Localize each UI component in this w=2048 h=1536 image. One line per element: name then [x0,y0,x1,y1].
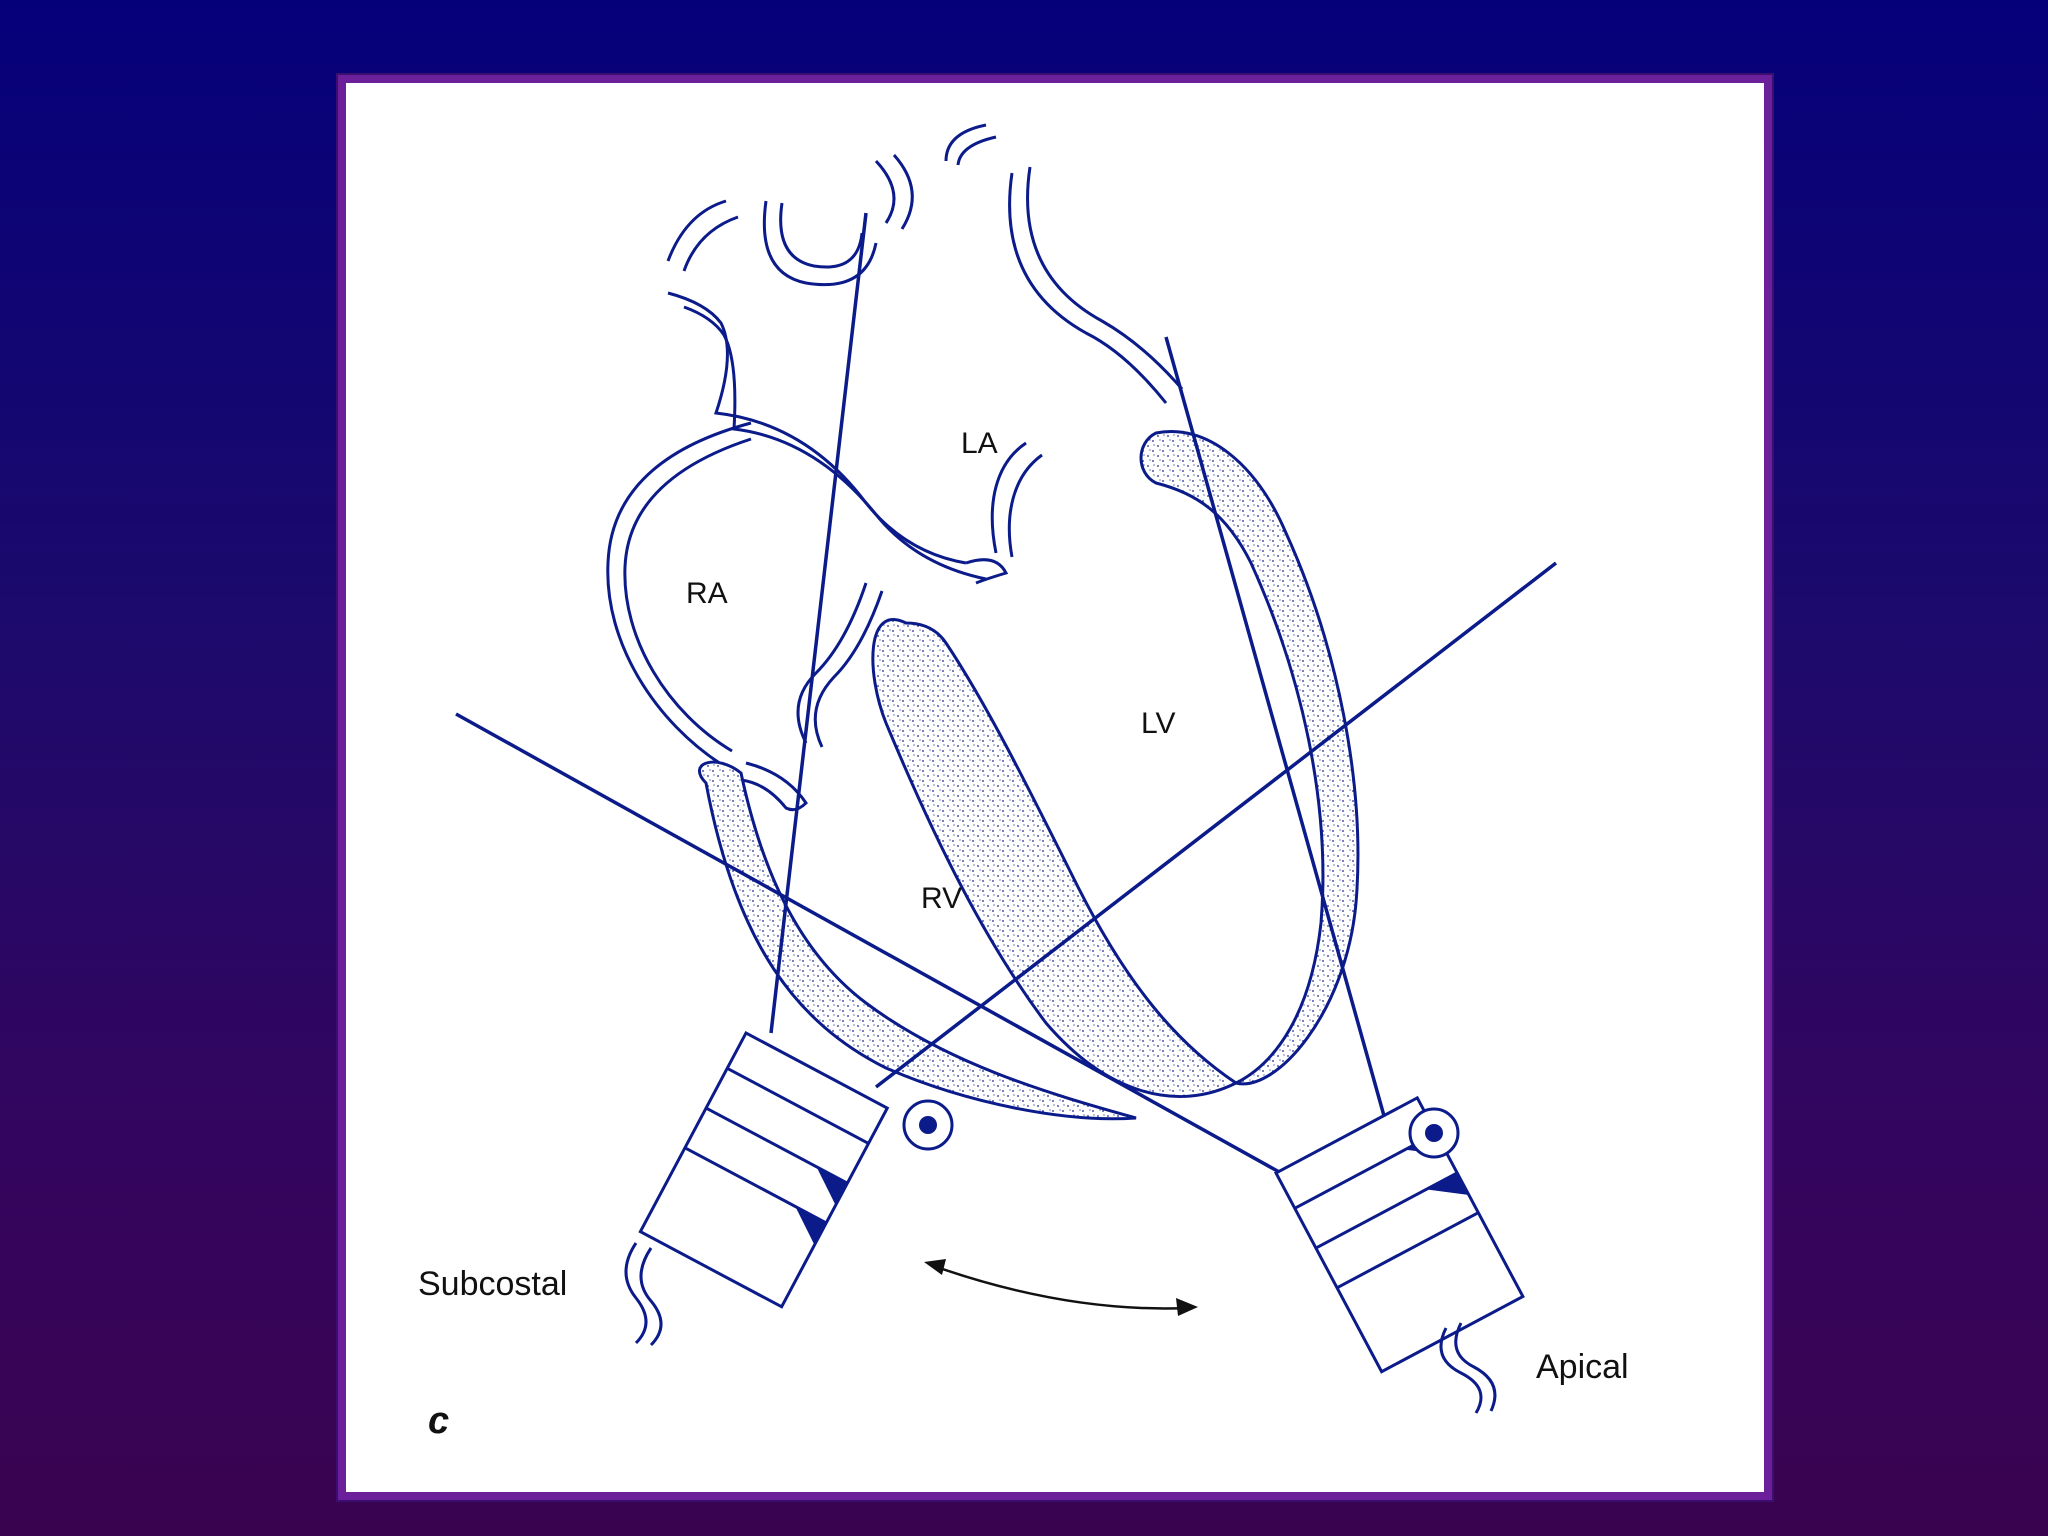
label-subcostal: Subcostal [418,1265,567,1303]
label-ra: RA [686,577,728,610]
apical-transducer [1276,1098,1523,1372]
great-vessels [668,125,1182,403]
interventricular-septum [873,619,1236,1096]
apical-marker [1410,1109,1458,1157]
diagram-frame: LA RA LV RV [338,75,1772,1500]
subcostal-transducer [640,1033,887,1307]
label-lv: LV [1141,707,1175,740]
subcostal-cable [626,1243,661,1345]
panel-letter: c [428,1400,449,1442]
imaging-sector-lines [456,213,1556,1173]
label-apical: Apical [1536,1348,1629,1386]
heart-echo-views-diagram: LA RA LV RV [346,83,1764,1492]
rotation-arrow [924,1259,1198,1316]
lv-free-wall [1141,431,1358,1083]
label-la: LA [961,427,998,460]
label-rv: RV [921,882,962,915]
subcostal-marker [904,1101,952,1149]
